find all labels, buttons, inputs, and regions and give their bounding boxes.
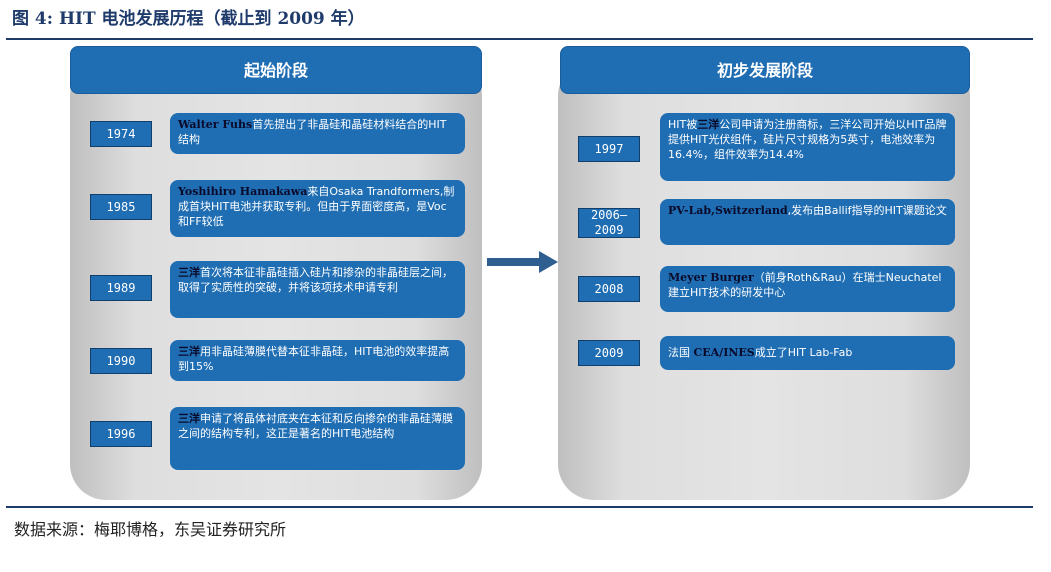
event-box: Meyer Burger（前身Roth&Rau）在瑞士Neuchatel建立HI… xyxy=(660,266,955,312)
event-text-prefix: 法国 xyxy=(668,346,694,359)
bottom-rule xyxy=(6,506,1033,508)
year-badge: 1996 xyxy=(90,421,152,447)
event-text: ,发布由Ballif指导的HIT课题论文 xyxy=(787,204,947,217)
event-text: 申请了将晶体衬底夹在本征和反向掺杂的非晶硅薄膜之间的结构专利，这正是著名的HIT… xyxy=(178,412,453,440)
event-highlight: PV-Lab,Switzerland xyxy=(668,204,788,217)
year-badge: 1985 xyxy=(90,194,152,220)
event-text: （前身Roth&Rau）在瑞士Neuchatel建立HIT技术的研发中心 xyxy=(668,271,942,299)
event-box: 法国 CEA/INES成立了HIT Lab-Fab xyxy=(660,336,955,370)
year-badge: 1990 xyxy=(90,348,152,374)
phase-header-initial: 起始阶段 xyxy=(70,46,482,94)
event-box: 三洋用非晶硅薄膜代替本征非晶硅，HIT电池的效率提高到15% xyxy=(170,340,465,381)
event-box: Yoshihiro Hamakawa来自Osaka Trandformers,制… xyxy=(170,180,465,237)
event-text: 来自Osaka Trandformers,制成首块HIT电池并获取专利。但由于界… xyxy=(178,185,455,228)
year-badge: 2008 xyxy=(578,276,640,302)
event-highlight: Meyer Burger xyxy=(668,271,754,284)
event-text: 首次将本征非晶硅插入硅片和掺杂的非晶硅层之间，取得了实质性的突破，并将该项技术申… xyxy=(178,266,453,294)
event-highlight: 三洋 xyxy=(697,118,720,131)
event-highlight: 三洋 xyxy=(178,266,200,279)
event-box: 三洋首次将本征非晶硅插入硅片和掺杂的非晶硅层之间，取得了实质性的突破，并将该项技… xyxy=(170,261,465,318)
event-box: Walter Fuhs首先提出了非晶硅和晶硅材料结合的HIT结构 xyxy=(170,113,465,154)
event-highlight: CEA/INES xyxy=(693,346,755,359)
event-box: PV-Lab,Switzerland,发布由Ballif指导的HIT课题论文 xyxy=(660,199,955,245)
year-badge: 2009 xyxy=(578,340,640,366)
year-badge: 1997 xyxy=(578,136,640,162)
event-text: 公司申请为注册商标，三洋公司开始以HIT品牌提供HIT光伏组件，硅片尺寸规格为5… xyxy=(668,118,947,161)
event-highlight: 三洋 xyxy=(178,345,200,358)
source-note: 数据来源：梅耶博格，东吴证券研究所 xyxy=(14,520,287,539)
event-box: 三洋申请了将晶体衬底夹在本征和反向掺杂的非晶硅薄膜之间的结构专利，这正是著名的H… xyxy=(170,407,465,470)
event-text: 首先提出了非晶硅和晶硅材料结合的HIT结构 xyxy=(178,118,447,146)
event-highlight: Walter Fuhs xyxy=(178,118,253,131)
event-box: HIT被三洋公司申请为注册商标，三洋公司开始以HIT品牌提供HIT光伏组件，硅片… xyxy=(660,113,955,181)
event-highlight: 三洋 xyxy=(178,412,200,425)
year-badge: 2006–2009 xyxy=(578,208,640,238)
event-text: 用非晶硅薄膜代替本征非晶硅，HIT电池的效率提高到15% xyxy=(178,345,450,373)
phase-header-early-development: 初步发展阶段 xyxy=(560,46,970,94)
event-text-prefix: HIT被 xyxy=(668,118,698,131)
event-highlight: Yoshihiro Hamakawa xyxy=(178,185,308,198)
year-badge: 1974 xyxy=(90,121,152,147)
top-rule xyxy=(6,38,1033,40)
figure-title: 图 4: HIT 电池发展历程（截止到 2009 年） xyxy=(12,9,365,29)
event-text: 成立了HIT Lab-Fab xyxy=(754,346,853,359)
right-arrow-icon xyxy=(487,251,558,273)
year-badge: 1989 xyxy=(90,275,152,301)
